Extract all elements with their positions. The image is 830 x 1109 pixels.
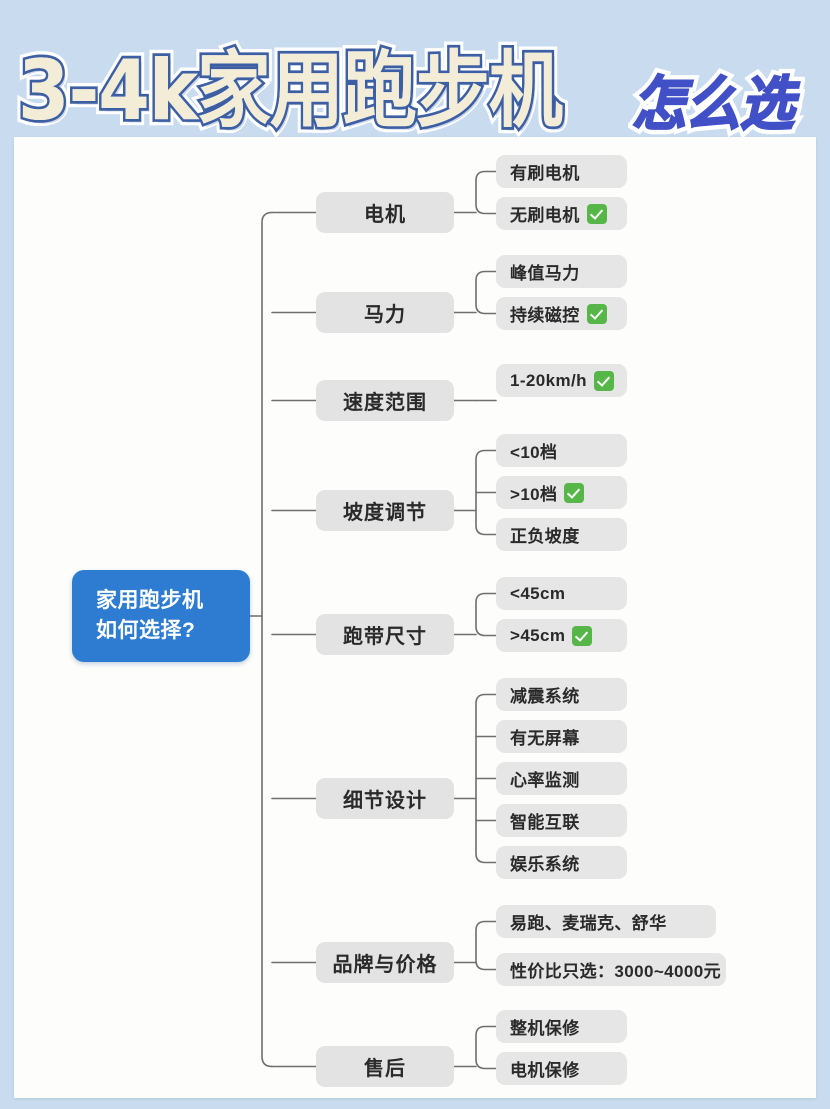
leaf-node-content: 无刷电机 <box>510 201 607 226</box>
branch-node-4[interactable]: 坡度调节 <box>316 490 454 531</box>
leaf-node-1-2[interactable]: 无刷电机 <box>496 197 627 230</box>
branch-node-7[interactable]: 品牌与价格 <box>316 942 454 983</box>
leaf-node-label: 智能互联 <box>510 813 580 832</box>
branch-node-label: 品牌与价格 <box>332 954 438 976</box>
leaf-node-content: 持续磁控 <box>510 301 607 326</box>
header-banner: 3-4k家用跑步机 3-4k家用跑步机 怎么选 怎么选 <box>0 0 830 146</box>
leaf-node-label: 持续磁控 <box>510 306 580 325</box>
leaf-node-content: 智能互联 <box>510 808 580 833</box>
check-icon <box>593 370 614 391</box>
leaf-node-content: 峰值马力 <box>510 259 580 284</box>
leaf-node-4-1[interactable]: <10档 <box>496 434 627 467</box>
leaf-node-5-2[interactable]: >45cm <box>496 619 627 652</box>
leaf-node-label: <10档 <box>510 443 558 462</box>
leaf-node-5-1[interactable]: <45cm <box>496 577 627 610</box>
leaf-node-label: 峰值马力 <box>510 264 580 283</box>
leaf-node-content: >10档 <box>510 480 585 505</box>
leaf-node-content: 易跑、麦瑞克、舒华 <box>510 909 667 934</box>
leaf-node-label: 电机保修 <box>510 1061 580 1080</box>
leaf-node-content: 有无屏幕 <box>510 724 580 749</box>
page-subtitle-outline: 怎么选 <box>627 65 799 144</box>
check-icon <box>586 203 607 224</box>
leaf-node-6-1[interactable]: 减震系统 <box>496 678 627 711</box>
leaf-node-6-4[interactable]: 智能互联 <box>496 804 627 837</box>
leaf-node-6-3[interactable]: 心率监测 <box>496 762 627 795</box>
leaf-node-content: >45cm <box>510 625 593 646</box>
leaf-node-label: >10档 <box>510 485 558 504</box>
root-node[interactable]: 家用跑步机 如何选择? <box>72 570 250 662</box>
leaf-node-content: 娱乐系统 <box>510 850 580 875</box>
leaf-node-label: <45cm <box>510 583 566 603</box>
leaf-node-8-1[interactable]: 整机保修 <box>496 1010 627 1043</box>
leaf-node-4-2[interactable]: >10档 <box>496 476 627 509</box>
leaf-node-label: 整机保修 <box>510 1019 580 1038</box>
leaf-node-2-2[interactable]: 持续磁控 <box>496 297 627 330</box>
leaf-node-label: 有无屏幕 <box>510 729 580 748</box>
leaf-node-content: 1-20km/h <box>510 370 614 391</box>
branch-node-label: 跑带尺寸 <box>343 626 427 648</box>
branch-node-5[interactable]: 跑带尺寸 <box>316 614 454 655</box>
branch-node-1[interactable]: 电机 <box>316 192 454 233</box>
leaf-node-2-1[interactable]: 峰值马力 <box>496 255 627 288</box>
leaf-node-content: 电机保修 <box>510 1056 580 1081</box>
leaf-node-content: 减震系统 <box>510 682 580 707</box>
leaf-node-8-2[interactable]: 电机保修 <box>496 1052 627 1085</box>
branch-node-label: 电机 <box>364 204 406 226</box>
leaf-node-content: 整机保修 <box>510 1014 580 1039</box>
branch-node-label: 马力 <box>364 304 406 326</box>
root-node-line2: 如何选择? <box>96 619 196 642</box>
branch-node-label: 售后 <box>364 1058 406 1080</box>
branch-node-label: 细节设计 <box>343 790 427 812</box>
leaf-node-3-1[interactable]: 1-20km/h <box>496 364 627 397</box>
branch-node-3[interactable]: 速度范围 <box>316 380 454 421</box>
leaf-node-label: 性价比只选：3000~4000元 <box>510 962 721 981</box>
page-title: 3-4k家用跑步机 <box>16 40 566 142</box>
leaf-node-6-2[interactable]: 有无屏幕 <box>496 720 627 753</box>
root-node-line1: 家用跑步机 <box>96 588 204 612</box>
check-icon <box>572 625 593 646</box>
leaf-node-label: 有刷电机 <box>510 164 580 183</box>
check-icon <box>586 303 607 324</box>
leaf-node-content: <10档 <box>510 438 557 463</box>
leaf-node-6-5[interactable]: 娱乐系统 <box>496 846 627 879</box>
leaf-node-4-3[interactable]: 正负坡度 <box>496 518 627 551</box>
leaf-node-label: 正负坡度 <box>510 527 580 546</box>
page-subtitle: 怎么选 <box>631 69 795 139</box>
leaf-node-label: 减震系统 <box>510 687 580 706</box>
page-title-outline: 3-4k家用跑步机 <box>13 37 569 146</box>
leaf-node-content: 正负坡度 <box>510 522 580 547</box>
branch-node-label: 坡度调节 <box>343 502 427 524</box>
leaf-node-content: 性价比只选：3000~4000元 <box>510 957 721 982</box>
check-icon <box>564 482 585 503</box>
branch-node-label: 速度范围 <box>343 392 427 414</box>
leaf-node-7-1[interactable]: 易跑、麦瑞克、舒华 <box>496 905 716 938</box>
leaf-node-label: 1-20km/h <box>510 370 587 390</box>
branch-node-8[interactable]: 售后 <box>316 1046 454 1087</box>
leaf-node-label: 心率监测 <box>510 771 580 790</box>
leaf-node-content: 有刷电机 <box>510 159 580 184</box>
leaf-node-label: >45cm <box>510 625 566 645</box>
leaf-node-content: <45cm <box>510 584 565 604</box>
branch-node-2[interactable]: 马力 <box>316 292 454 333</box>
leaf-node-content: 心率监测 <box>510 766 580 791</box>
leaf-node-7-2[interactable]: 性价比只选：3000~4000元 <box>496 953 726 986</box>
leaf-node-label: 易跑、麦瑞克、舒华 <box>510 914 667 933</box>
branch-node-6[interactable]: 细节设计 <box>316 778 454 819</box>
leaf-node-label: 娱乐系统 <box>510 855 580 874</box>
leaf-node-1-1[interactable]: 有刷电机 <box>496 155 627 188</box>
leaf-node-label: 无刷电机 <box>510 206 580 225</box>
